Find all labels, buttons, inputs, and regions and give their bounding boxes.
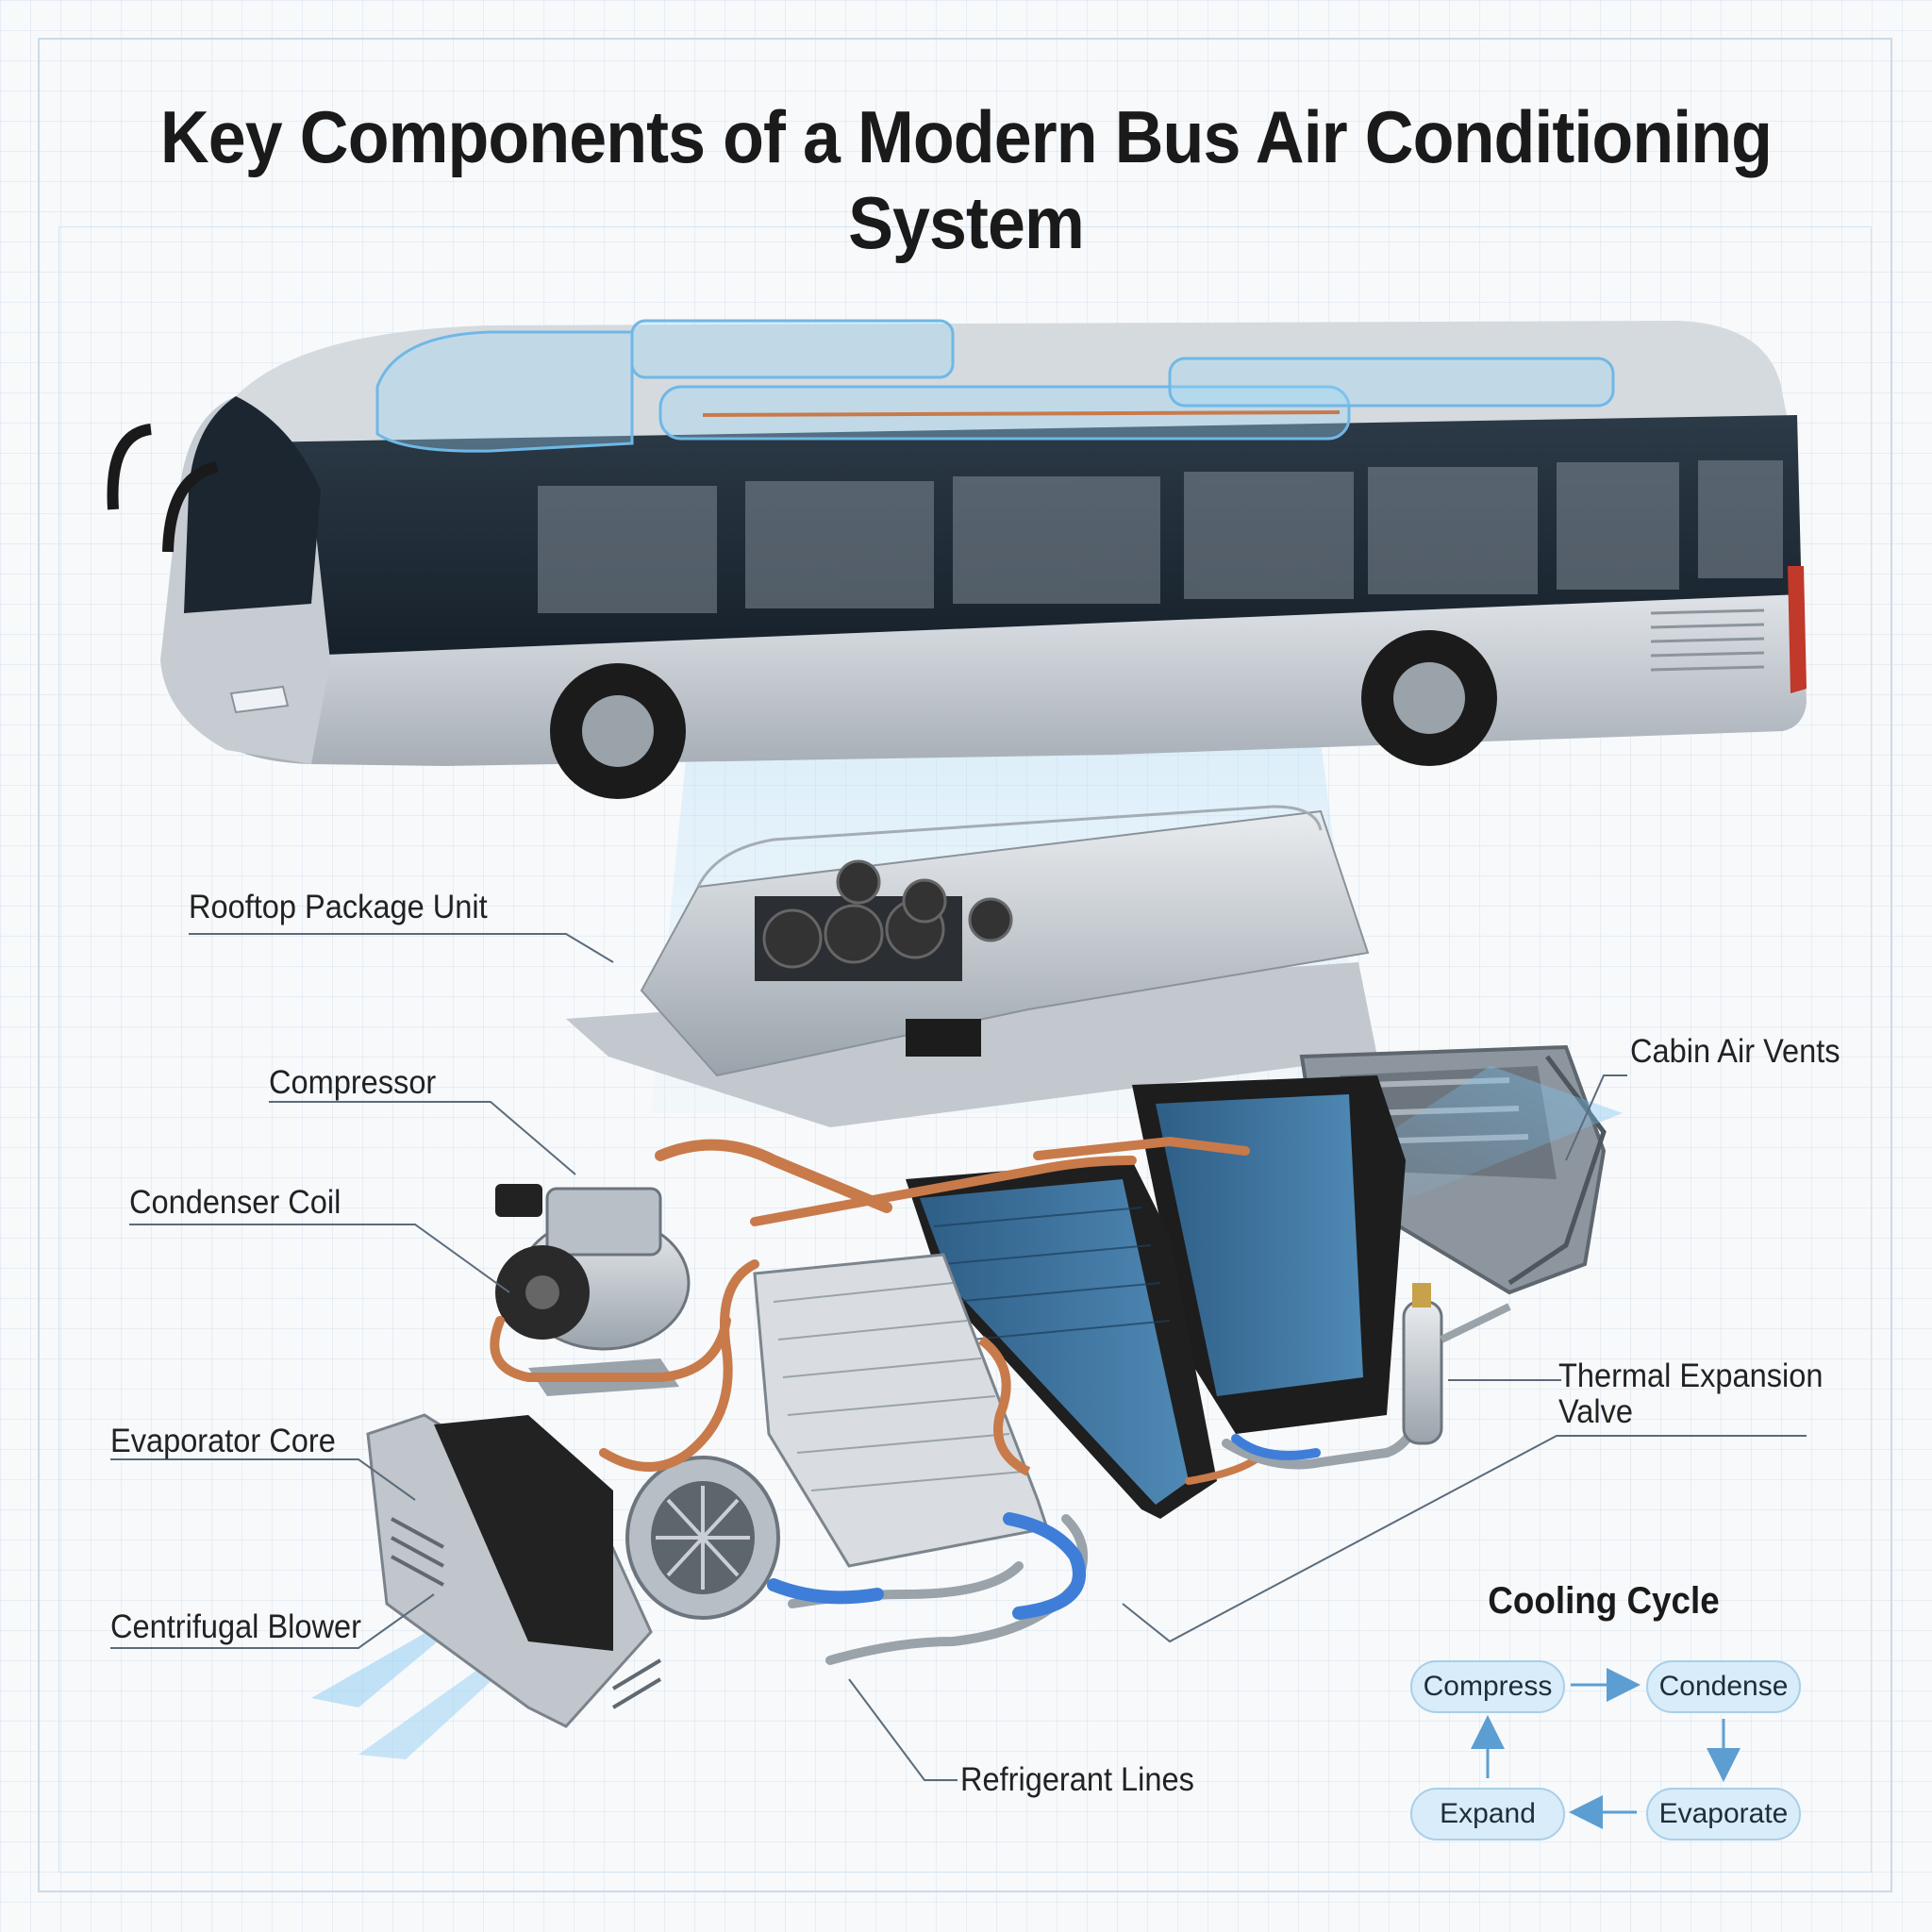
- label-thermal-expansion-valve: Thermal Expansion Valve: [1558, 1357, 1824, 1430]
- page-title: Key Components of a Modern Bus Air Condi…: [159, 95, 1773, 264]
- label-condenser-coil: Condenser Coil: [129, 1184, 341, 1221]
- rooftop-unit: [566, 805, 1377, 1127]
- label-cabin-air-vents: Cabin Air Vents: [1630, 1033, 1840, 1070]
- cooling-cycle-title: Cooling Cycle: [1488, 1580, 1720, 1622]
- centrifugal-blower: [625, 1456, 780, 1620]
- evaporator-housing: [366, 1413, 662, 1728]
- leader-lines: [110, 933, 1807, 1781]
- label-centrifugal-blower: Centrifugal Blower: [110, 1608, 361, 1645]
- refrigerant-lines: [490, 1136, 1429, 1665]
- cycle-step-evaporate: Evaporate: [1646, 1788, 1801, 1840]
- evaporator-frame: [1132, 1075, 1406, 1434]
- cycle-step-condense: Condense: [1646, 1660, 1801, 1713]
- cycle-step-expand: Expand: [1410, 1788, 1565, 1840]
- label-refrigerant-lines: Refrigerant Lines: [960, 1761, 1194, 1798]
- finned-coil: [753, 1253, 1049, 1568]
- condenser-coil: [906, 1160, 1217, 1519]
- label-evaporator-core: Evaporator Core: [110, 1423, 336, 1459]
- outer-frame: [38, 38, 1892, 1892]
- label-rooftop-package-unit: Rooftop Package Unit: [189, 889, 488, 925]
- compressor: [495, 1184, 691, 1396]
- cycle-step-compress: Compress: [1410, 1660, 1565, 1713]
- expansion-valve: [1402, 1283, 1511, 1445]
- bus: [107, 319, 1807, 799]
- label-compressor: Compressor: [269, 1064, 437, 1101]
- inner-frame: [58, 226, 1872, 1873]
